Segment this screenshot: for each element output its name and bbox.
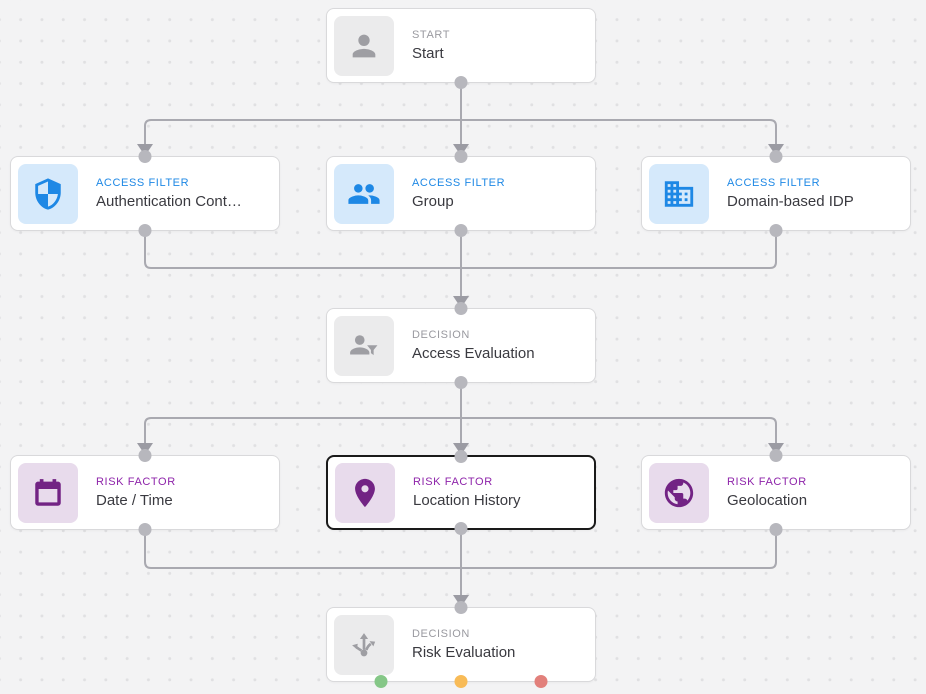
globe-icon [664,478,694,507]
location-pin-icon [355,478,375,507]
node-date-time[interactable]: RISK FACTOR Date / Time [10,449,280,536]
group-icon [348,183,380,204]
node-title: Risk Evaluation [412,644,516,661]
icon-box [649,462,709,523]
node-group[interactable]: ACCESS FILTER Group [326,150,596,237]
node-title: Access Evaluation [412,345,535,362]
node-type-label: DECISION [412,329,470,341]
node-type-label: ACCESS FILTER [412,177,506,189]
person-filter-icon [350,334,378,355]
input-port[interactable] [769,150,783,163]
node-domain-based-idp[interactable]: ACCESS FILTER Domain-based IDP [641,150,911,237]
building-icon [664,180,694,207]
node-type-label: ACCESS FILTER [96,177,190,189]
input-port[interactable] [454,450,468,463]
node-access-evaluation[interactable]: DECISION Access Evaluation [326,302,596,389]
output-port[interactable] [138,224,152,237]
node-title: Date / Time [96,492,173,509]
icon-box [334,163,394,224]
icon-box [18,163,78,224]
node-authentication-context[interactable]: ACCESS FILTER Authentication Cont… [10,150,280,237]
icon-box [334,614,394,675]
outcome-port-green[interactable] [374,675,388,688]
person-icon [352,34,376,57]
node-title: Domain-based IDP [727,193,854,210]
node-location-history[interactable]: RISK FACTOR Location History [326,450,596,535]
node-type-label: ACCESS FILTER [727,177,821,189]
shield-icon [35,177,61,210]
outcome-port-orange[interactable] [454,675,468,688]
icon-box [334,15,394,76]
icon-box [649,163,709,224]
output-port[interactable] [454,224,468,237]
node-title: Start [412,45,444,62]
output-port[interactable] [769,224,783,237]
node-title: Geolocation [727,492,808,509]
node-title: Group [412,193,454,210]
node-type-label: START [412,29,451,41]
input-port[interactable] [454,601,468,614]
output-port[interactable] [769,523,783,536]
node-type-label: RISK FACTOR [727,476,807,488]
icon-box [18,462,78,523]
input-port[interactable] [138,449,152,462]
output-port[interactable] [454,376,468,389]
node-risk-evaluation[interactable]: DECISION Risk Evaluation [326,601,596,688]
output-port[interactable] [454,522,468,535]
outcome-port-red[interactable] [534,675,548,688]
output-port[interactable] [454,76,468,89]
split-arrows-icon [352,632,376,656]
node-title: Location History [413,492,521,509]
output-port[interactable] [138,523,152,536]
node-start[interactable]: START Start [326,8,596,89]
calendar-icon [35,478,61,506]
icon-box [334,315,394,376]
node-title: Authentication Cont… [96,193,242,210]
input-port[interactable] [769,449,783,462]
input-port[interactable] [454,302,468,315]
input-port[interactable] [138,150,152,163]
node-type-label: RISK FACTOR [96,476,176,488]
icon-box [335,462,395,523]
node-type-label: RISK FACTOR [413,476,493,488]
node-type-label: DECISION [412,628,470,640]
node-geolocation[interactable]: RISK FACTOR Geolocation [641,449,911,536]
input-port[interactable] [454,150,468,163]
